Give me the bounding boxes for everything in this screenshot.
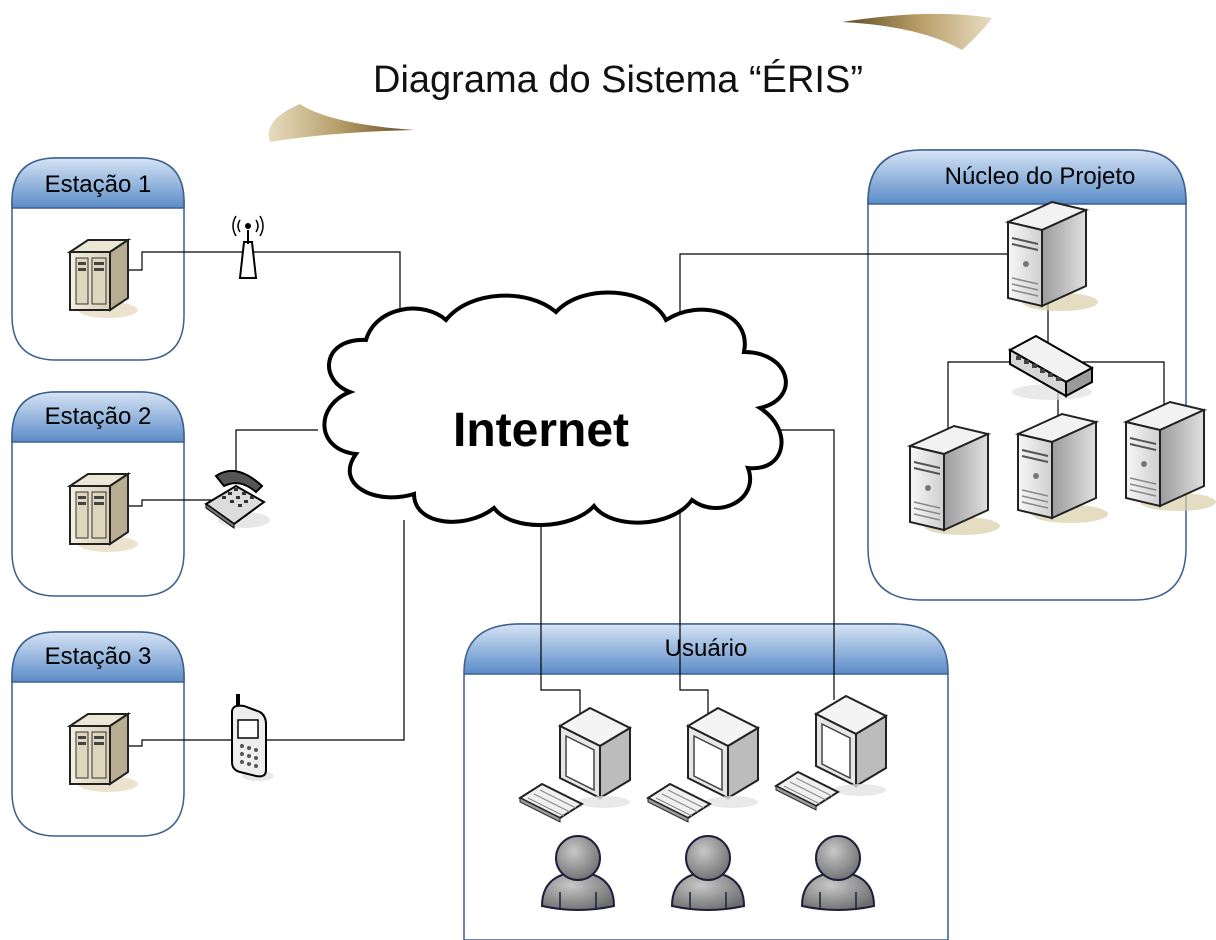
nucleo-server-3-icon xyxy=(1125,401,1216,512)
group-label-estacao-3: Estação 3 xyxy=(45,643,152,670)
mobile-phone-icon xyxy=(231,694,274,781)
estacao1-server-icon xyxy=(69,239,139,319)
link-estacao2 xyxy=(128,499,216,507)
antenna-icon xyxy=(232,215,264,279)
decorative-swoosh-top xyxy=(842,13,992,50)
link-user-2 xyxy=(679,510,709,716)
estacao3-server-icon xyxy=(69,713,139,793)
group-label-usuario: Usuário xyxy=(665,635,748,662)
internet-label: Internet xyxy=(453,404,629,457)
link-estacao1 xyxy=(128,251,401,352)
decorative-swoosh-left xyxy=(268,104,414,142)
connection-lines xyxy=(128,251,1165,747)
link-user-1 xyxy=(540,520,581,716)
diagram-title: Diagrama do Sistema “ÉRIS” xyxy=(373,58,863,101)
internet-cloud: Internet xyxy=(322,290,788,527)
link-telephone-internet xyxy=(235,429,318,482)
network-switch-icon xyxy=(1007,334,1095,400)
group-label-estacao-1: Estação 1 xyxy=(45,171,152,198)
link-user-right xyxy=(764,429,835,700)
telephone-icon xyxy=(204,469,270,529)
link-estacao3 xyxy=(128,520,405,747)
estacao2-server-icon xyxy=(69,473,139,553)
group-label-estacao-2: Estação 2 xyxy=(45,403,152,430)
group-label-nucleo: Núcleo do Projeto xyxy=(945,163,1136,190)
